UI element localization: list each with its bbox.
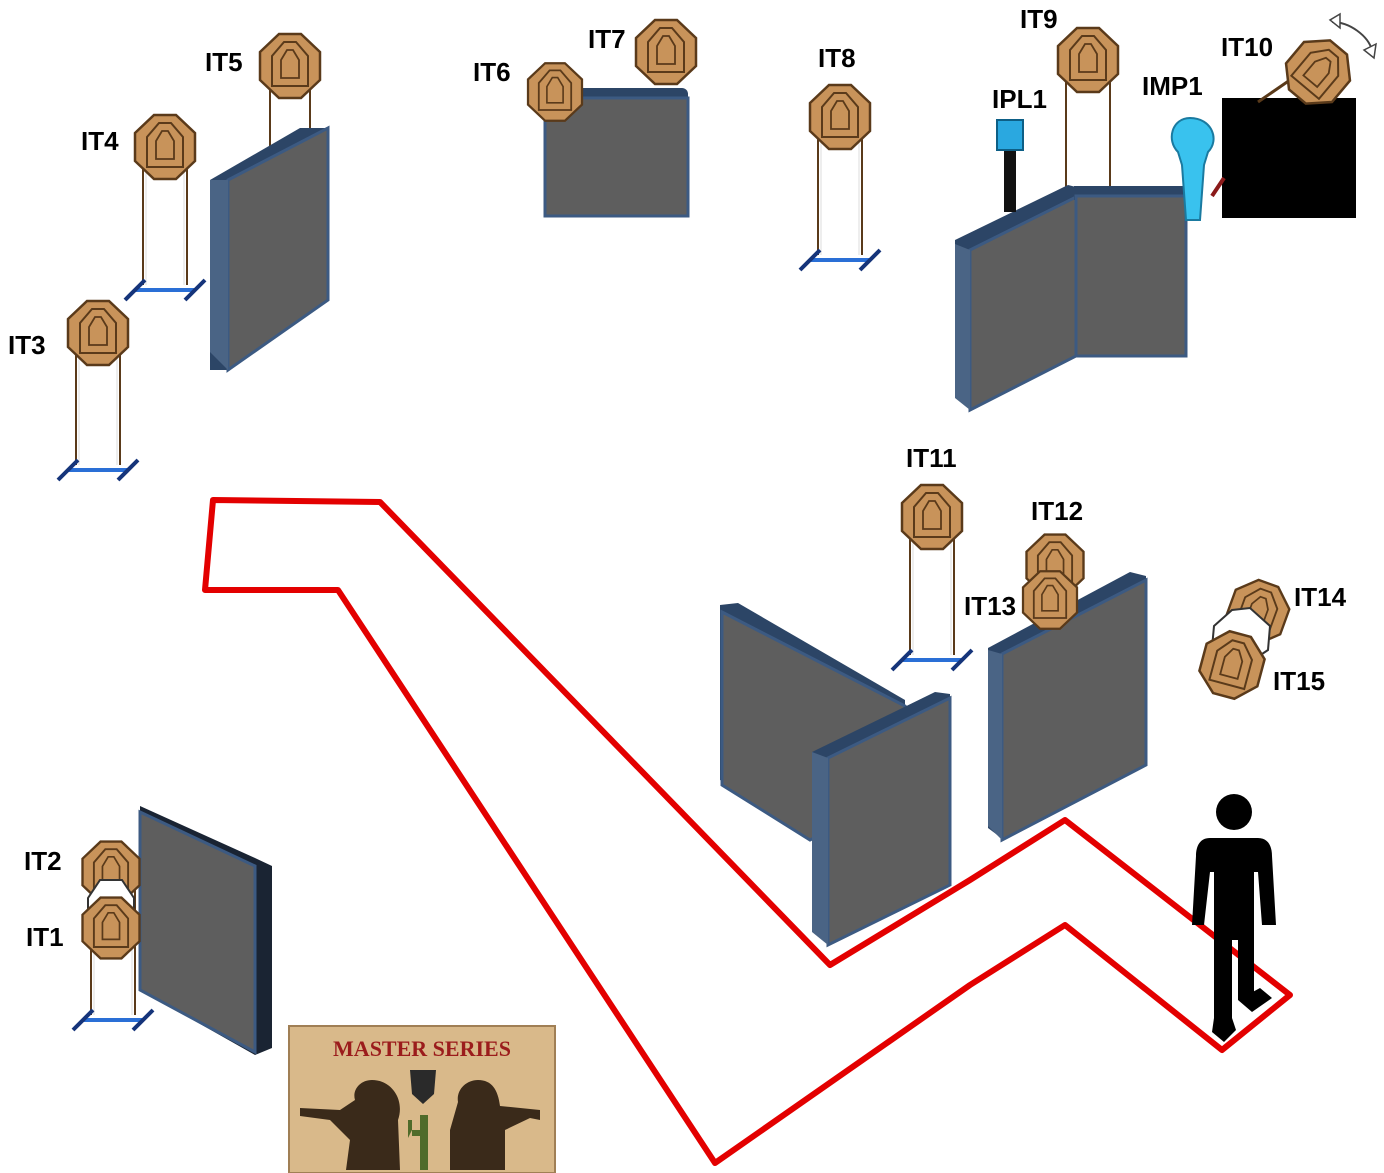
wall-center-front (812, 692, 952, 948)
steel-target-icon (808, 83, 872, 151)
label-it7: IT7 (588, 24, 626, 54)
label-it2: IT2 (24, 846, 62, 876)
shooting-area (202, 497, 1293, 1166)
master-series-banner: MASTER SERIES (288, 1025, 556, 1173)
steel-target-icon (900, 483, 964, 551)
steel-target-icon (1056, 26, 1120, 94)
label-ipl1: IPL1 (992, 84, 1047, 114)
label-it5: IT5 (205, 47, 243, 77)
label-it14: IT14 (1294, 582, 1347, 612)
target-stand-icon (1065, 70, 1111, 190)
steel-target-icon (634, 18, 698, 86)
label-it4: IT4 (81, 126, 119, 156)
black-box (1210, 78, 1356, 218)
label-it13: IT13 (964, 591, 1016, 621)
label-it1: IT1 (26, 922, 64, 952)
steel-target-icon (258, 32, 322, 100)
label-it3: IT3 (8, 330, 46, 360)
wall-right-top (955, 185, 1188, 413)
wall-left-top (210, 125, 330, 373)
label-it6: IT6 (473, 57, 511, 87)
banner-title: MASTER SERIES (333, 1036, 511, 1061)
steel-target-icon (66, 299, 130, 367)
steel-target-icon (526, 62, 584, 122)
label-it9: IT9 (1020, 4, 1058, 34)
rotation-arrow-icon (1328, 12, 1377, 60)
plate-icon (996, 119, 1024, 212)
label-it15: IT15 (1273, 666, 1325, 696)
shooter-figure-icon (1192, 794, 1276, 1042)
label-it8: IT8 (818, 43, 856, 73)
label-it11: IT11 (906, 443, 957, 473)
label-it12: IT12 (1031, 496, 1083, 526)
steel-target-icon (1021, 570, 1079, 630)
wall-bottom-left (138, 806, 272, 1055)
popper-icon (1170, 116, 1215, 221)
steel-target-icon (81, 896, 141, 960)
steel-target-icon (133, 113, 197, 181)
label-it10: IT10 (1221, 32, 1273, 62)
wall-center-right (988, 572, 1148, 843)
label-imp1: IMP1 (1142, 71, 1203, 101)
